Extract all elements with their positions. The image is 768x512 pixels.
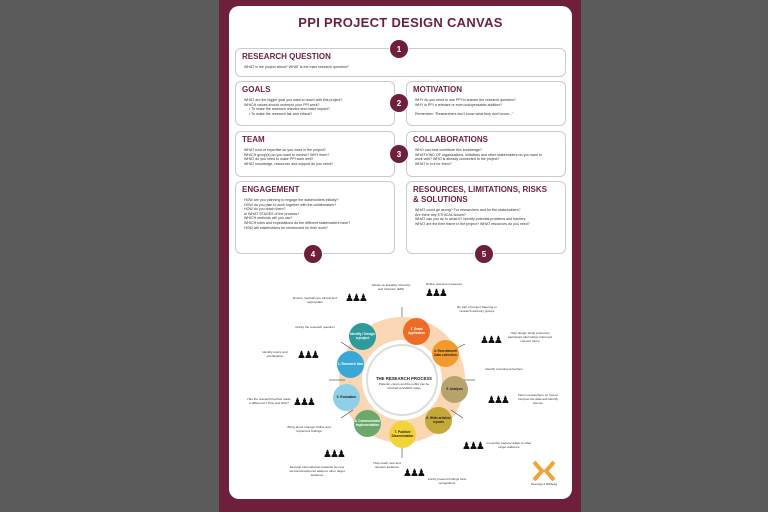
step-number-2: 2 [389, 93, 409, 113]
goals-bullet: • To make the research fair and ethical? [249, 111, 313, 116]
team-line: WHAT kind of expertise do you need in th… [244, 148, 326, 152]
goals-line: WHAT are the bigger goal you want to rea… [244, 98, 343, 102]
collaborations-line: work with? WHO is already connected to t… [415, 157, 500, 162]
caption-present-findings: Jointly present findings Give recognitio… [427, 477, 467, 485]
team-heading: TEAM [242, 135, 265, 144]
collaborations-line: WHO can best contribute this knowledge? [415, 148, 482, 152]
neurology-wellbeing-logo [532, 460, 556, 482]
process-node-communicate: 8. Communicate/ Implementation [354, 410, 381, 437]
research-question-text: WHAT is the project about? WHAT is the m… [244, 65, 349, 69]
caption-difference: Has the research/method made a differenc… [247, 397, 291, 405]
caption-change: Bring about change/ Utilise and implemen… [287, 425, 331, 433]
engagement-box: ENGAGEMENT HOW are you planning to engag… [235, 181, 395, 254]
goals-bullet-text: To make the research fair and ethical? [251, 111, 313, 116]
caption-co-author: Co-author papers/ adapt to other target … [486, 441, 532, 449]
motivation-box: MOTIVATION WHY do you need to use PPI to… [406, 81, 566, 126]
research-process-title: THE RESEARCH PROCESS [375, 376, 433, 381]
goals-bullet: • To make the research relevant and make… [249, 107, 330, 112]
engagement-heading: ENGAGEMENT [242, 185, 300, 194]
resources-heading: RESOURCES, LIMITATIONS, RISKS [413, 185, 547, 194]
engagement-line: WHICH methods will you use? [244, 216, 293, 221]
motivation-heading: MOTIVATION [413, 85, 463, 94]
page-title: PPI PROJECT DESIGN CANVAS [298, 15, 503, 30]
step-number-3: 3 [389, 144, 409, 164]
people-icon: ♟♟♟ [323, 449, 346, 460]
resources-line: Are there any ETHICAL issues? [415, 212, 466, 217]
caption-protocols: Help design study protocols/ participant… [507, 331, 553, 343]
caption-clarify: Clarify the research question [295, 325, 335, 329]
collaborations-heading: COLLABORATIONS [413, 135, 488, 144]
caption-recruitment-barriers: Identify recruitment barriers [485, 367, 523, 371]
logo-text: Neurology & Wellbeing [530, 483, 558, 486]
collaborations-line: WHAT is in it for them? [415, 161, 452, 166]
caption-topics: Identify topics and prioritisation [262, 350, 288, 358]
step-number-5: 5 [474, 244, 494, 264]
goals-line: WHICH values should underpin your PPI wo… [244, 102, 320, 107]
resources-line: WHAT can you do to avoid it? Identify po… [415, 217, 527, 222]
step-number-4: 4 [303, 244, 323, 264]
research-process-center: THE RESEARCH PROCESS Patients, carers an… [366, 344, 438, 416]
people-icon: ♟♟♟ [403, 468, 426, 479]
goals-bullet-text: To make the research relevant and make i… [251, 107, 330, 112]
motivation-line: WHY is PPI a relevant or even indispensa… [415, 102, 503, 107]
resources-line: WHAT are the time frame in the project? … [415, 221, 530, 226]
process-node-design: Identify / Design a project [349, 323, 376, 350]
engagement-line: HOW do you reach them? [244, 207, 286, 212]
motivation-line: WHY do you need to use PPI to answer the… [415, 98, 516, 102]
people-icon: ♟♟♟ [462, 441, 485, 452]
caption-ethical: Ensure methods are ethical and appropria… [293, 296, 337, 304]
caption-outcome-measures: Define outcome measures [425, 282, 463, 286]
engagement-line: WHICH roles and expectations do the diff… [244, 220, 351, 225]
team-line: WHICH group(s) do you want to involve? W… [244, 152, 330, 157]
engagement-line: In WHAT STAGES of the process? [244, 211, 300, 216]
step-number-1: 1 [389, 39, 409, 59]
resources-heading-line-2: & SOLUTIONS [413, 195, 468, 204]
caption-edi: Advise on Equality, Diversity and Inclus… [371, 283, 411, 291]
people-icon: ♟♟♟ [345, 293, 368, 304]
caption-interpret: Inform researchers on how to interpret t… [517, 393, 559, 405]
people-icon: ♟♟♟ [487, 395, 510, 406]
process-node-analysis: 5. Analysis [441, 376, 468, 403]
resources-line: WHAT could go wrong? For researchers and… [415, 208, 521, 212]
people-icon: ♟♟♟ [425, 288, 448, 299]
engagement-line: HOW are you planning to engage the stake… [244, 198, 339, 202]
research-question-heading: RESEARCH QUESTION [242, 52, 331, 61]
process-node-recruitment: 4. Recruitment/ Data collection [432, 340, 459, 367]
engagement-line: HOW will stakeholders be reimbursed for … [244, 225, 328, 230]
process-node-grant: 3. Grant Application [403, 318, 430, 345]
process-node-write: 6. Write articles/ reports [425, 407, 452, 434]
process-node-research-idea: 1. Research idea [337, 351, 364, 378]
resources-box: RESOURCES, LIMITATIONS, RISKS & SOLUTION… [406, 181, 566, 254]
process-node-publish: 7. Publish/ Dissemination [389, 421, 416, 448]
motivation-line: Remember: "Researchers don't know what t… [415, 111, 514, 116]
team-line: WHAT knowledge, resources and support do… [244, 161, 333, 166]
caption-materials: Develop informational materials for new … [289, 465, 345, 477]
research-process-subtitle: Patients, carers and the public can be i… [378, 382, 430, 390]
goals-heading: GOALS [242, 85, 271, 94]
people-icon: ♟♟♟ [293, 397, 316, 408]
people-icon: ♟♟♟ [480, 335, 503, 346]
engagement-line: HOW do you plan to work together with th… [244, 202, 337, 207]
team-line: WHAT do you need to make PPI work well? [244, 157, 314, 162]
caption-steering: Be part of project Steering or research … [457, 305, 497, 313]
goals-box: GOALS WHAT are the bigger goal you want … [235, 81, 395, 126]
poster: PPI PROJECT DESIGN CANVAS RESEARCH QUEST… [229, 6, 572, 499]
caption-new-audience: Help reach new and relevant audience [373, 461, 401, 469]
collaborations-box: COLLABORATIONS WHO can best contribute t… [406, 131, 566, 177]
process-node-evaluation: 9. Evaluation [333, 384, 360, 411]
people-icon: ♟♟♟ [297, 350, 320, 361]
team-box: TEAM WHAT kind of expertise do you need … [235, 131, 395, 177]
collaborations-line: WHAT KIND OF organisations, initiatives … [415, 152, 542, 157]
